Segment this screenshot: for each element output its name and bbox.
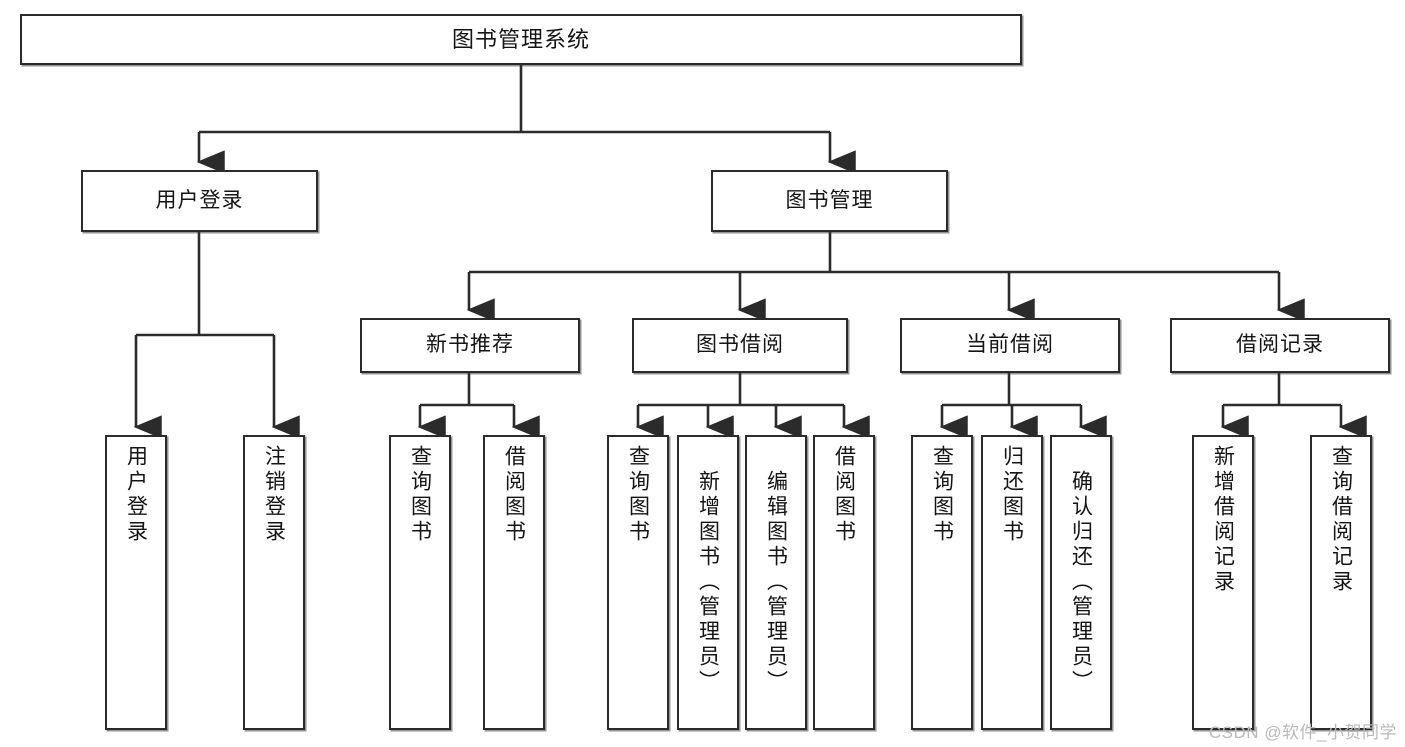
- leaf-query-book-bw[interactable]: 查询图书: [607, 435, 669, 730]
- leaf-return-book[interactable]: 归还图书: [981, 435, 1043, 730]
- leaf-user-login[interactable]: 用户登录: [105, 435, 167, 730]
- leaf-query-book-nb[interactable]: 查询图书: [389, 435, 451, 730]
- node-user-login-label: 用户登录: [155, 188, 244, 212]
- node-book-borrow[interactable]: 图书借阅: [632, 318, 848, 373]
- leaf-add-book-admin[interactable]: 新增图书（管理员）: [677, 435, 739, 730]
- leaf-query-book-cb-label: 查询图书: [930, 445, 954, 545]
- leaf-query-book-cb[interactable]: 查询图书: [911, 435, 973, 730]
- leaf-borrow-book-nb-label: 借阅图书: [502, 445, 526, 545]
- node-new-book-recommend-label: 新书推荐: [426, 333, 514, 357]
- leaf-return-book-label: 归还图书: [1000, 445, 1024, 545]
- leaf-confirm-return-admin[interactable]: 确认归还（管理员）: [1050, 435, 1112, 730]
- leaf-confirm-return-admin-label: 确认归还（管理员）: [1069, 470, 1093, 695]
- node-book-borrow-label: 图书借阅: [696, 333, 784, 357]
- leaf-query-book-bw-label: 查询图书: [626, 445, 650, 545]
- node-current-borrow[interactable]: 当前借阅: [900, 318, 1120, 373]
- node-book-management[interactable]: 图书管理: [711, 170, 948, 232]
- leaf-borrow-book-bw[interactable]: 借阅图书: [813, 435, 875, 730]
- leaf-add-borrow-record-label: 新增借阅记录: [1211, 445, 1235, 595]
- csdn-watermark: CSDN @软件_小贺同学: [1208, 723, 1397, 742]
- leaf-query-borrow-record[interactable]: 查询借阅记录: [1310, 435, 1372, 730]
- node-new-book-recommend[interactable]: 新书推荐: [360, 318, 580, 373]
- node-root[interactable]: 图书管理系统: [20, 14, 1022, 65]
- node-user-login[interactable]: 用户登录: [81, 170, 318, 232]
- leaf-query-book-nb-label: 查询图书: [408, 445, 432, 545]
- leaf-add-borrow-record[interactable]: 新增借阅记录: [1192, 435, 1254, 730]
- leaf-add-book-admin-label: 新增图书（管理员）: [696, 470, 720, 695]
- leaf-borrow-book-bw-label: 借阅图书: [832, 445, 856, 545]
- node-borrow-records[interactable]: 借阅记录: [1170, 318, 1390, 373]
- leaf-query-borrow-record-label: 查询借阅记录: [1329, 445, 1353, 595]
- leaf-user-login-label: 用户登录: [124, 445, 148, 545]
- leaf-logout[interactable]: 注销登录: [243, 435, 305, 730]
- leaf-edit-book-admin[interactable]: 编辑图书（管理员）: [745, 435, 807, 730]
- node-root-label: 图书管理系统: [451, 26, 590, 52]
- leaf-edit-book-admin-label: 编辑图书（管理员）: [764, 470, 788, 695]
- node-current-borrow-label: 当前借阅: [966, 333, 1054, 357]
- leaf-logout-label: 注销登录: [262, 445, 286, 545]
- node-book-management-label: 图书管理: [785, 188, 874, 212]
- leaf-borrow-book-nb[interactable]: 借阅图书: [483, 435, 545, 730]
- node-borrow-records-label: 借阅记录: [1236, 333, 1324, 357]
